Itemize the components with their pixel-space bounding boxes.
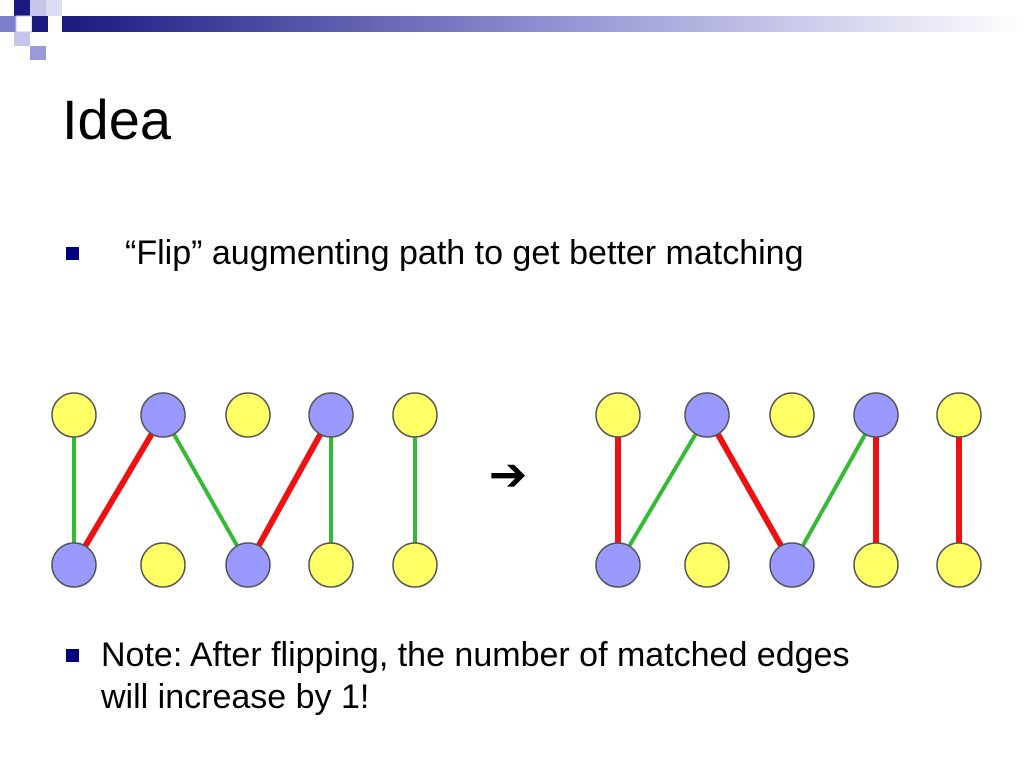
before-matched-edge-3 xyxy=(245,413,334,567)
before-bottom-blue-node-0 xyxy=(51,542,97,588)
bullet-square-icon xyxy=(66,649,79,662)
after-bottom-yellow-node-3 xyxy=(853,542,899,588)
after-top-blue-node-3 xyxy=(853,392,899,438)
header-square-5 xyxy=(15,15,33,33)
after-graph xyxy=(595,392,982,588)
bullet-item-note: Note: After flipping, the number of matc… xyxy=(66,634,886,718)
before-bottom-yellow-node-4 xyxy=(392,542,438,588)
bullet-text: “Flip” augmenting path to get better mat… xyxy=(125,234,804,272)
before-top-blue-node-1 xyxy=(140,392,186,438)
after-bottom-yellow-node-1 xyxy=(684,542,730,588)
before-top-yellow-node-2 xyxy=(225,392,271,438)
after-unmatched-edge-3 xyxy=(790,414,878,566)
after-bottom-blue-node-2 xyxy=(769,542,815,588)
bullet-text: Note: After flipping, the number of matc… xyxy=(101,636,850,716)
after-top-yellow-node-4 xyxy=(936,392,982,438)
before-graph xyxy=(51,392,438,588)
header-square-1 xyxy=(14,0,30,16)
after-bottom-blue-node-0 xyxy=(595,542,641,588)
before-bottom-blue-node-2 xyxy=(225,542,271,588)
after-bottom-yellow-node-4 xyxy=(936,542,982,588)
header-square-8 xyxy=(30,46,46,60)
header-square-2 xyxy=(30,0,46,16)
before-bottom-yellow-node-1 xyxy=(140,542,186,588)
before-top-blue-node-3 xyxy=(308,392,354,438)
before-top-yellow-node-0 xyxy=(51,392,97,438)
after-unmatched-edge-1 xyxy=(616,413,709,567)
bullet-square-icon xyxy=(66,247,79,260)
header-square-4 xyxy=(0,16,16,32)
header-square-3 xyxy=(46,0,62,16)
slide-title: Idea xyxy=(62,88,171,151)
header-square-6 xyxy=(32,16,48,32)
before-unmatched-edge-2 xyxy=(161,414,250,566)
after-top-yellow-node-2 xyxy=(769,392,815,438)
after-top-yellow-node-0 xyxy=(595,392,641,438)
before-bottom-yellow-node-3 xyxy=(308,542,354,588)
header-gradient-band xyxy=(62,16,1024,32)
matching-flip-diagram: ➔ xyxy=(51,392,982,588)
header-decoration xyxy=(0,0,1024,60)
bullet-item-flip: “Flip” augmenting path to get better mat… xyxy=(66,232,804,274)
before-matched-edge-1 xyxy=(71,413,166,567)
flip-arrow-icon: ➔ xyxy=(489,447,528,501)
header-square-7 xyxy=(14,32,30,46)
after-top-blue-node-1 xyxy=(684,392,730,438)
before-top-yellow-node-4 xyxy=(392,392,438,438)
after-matched-edge-2 xyxy=(704,413,795,567)
